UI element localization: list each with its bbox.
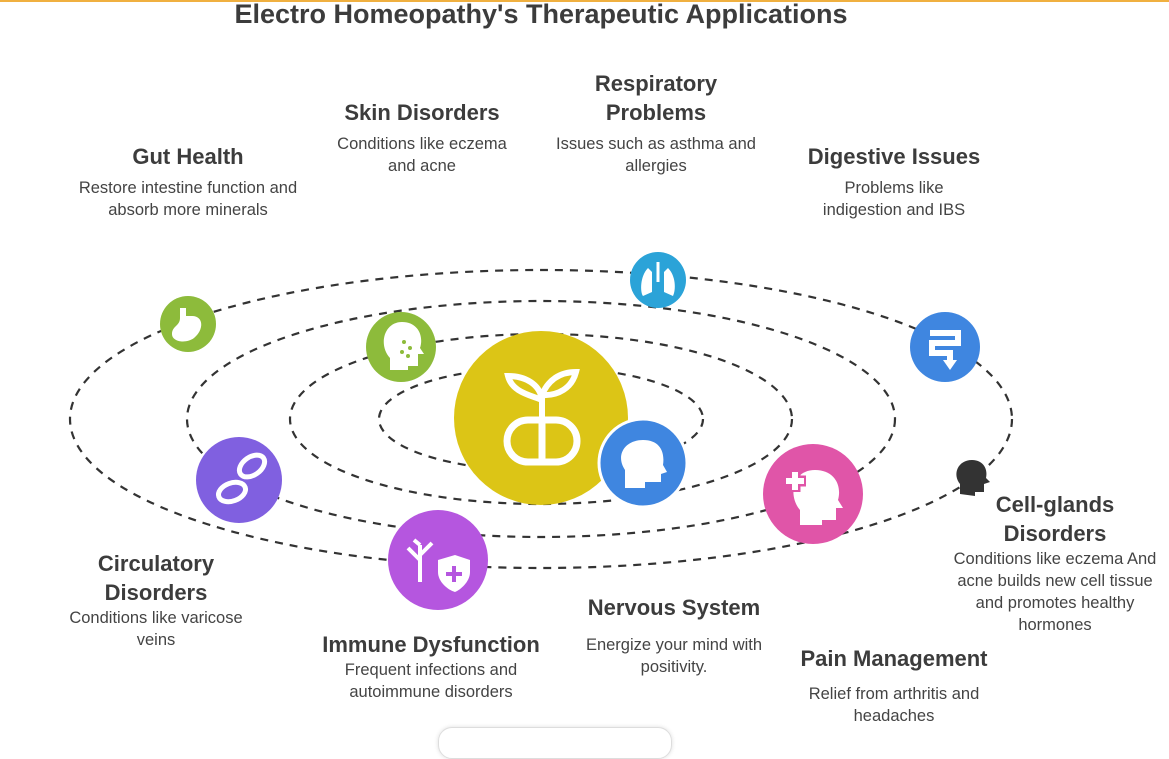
item-title: Respiratory Problems — [594, 71, 718, 125]
blood-cells-icon — [196, 437, 282, 523]
skin-head-icon — [366, 312, 436, 382]
item-desc: Restore intestine function and absorb mo… — [78, 179, 298, 219]
intestine-icon — [910, 312, 980, 382]
orbit-inner — [377, 365, 705, 473]
orbit-outer — [68, 268, 1014, 570]
item-desc: Conditions like eczema and acne — [337, 135, 507, 175]
lungs-icon — [630, 252, 686, 308]
bottom-button[interactable] — [438, 727, 672, 759]
orbit-diagram — [68, 252, 1014, 610]
orbit-3 — [185, 299, 897, 539]
immune-shield-icon — [388, 510, 488, 610]
item-title: Nervous System — [587, 595, 761, 620]
head-plus-icon — [763, 444, 863, 544]
item-title: Cell-glands Disorders — [995, 492, 1115, 546]
item-desc: Conditions like varicose veins — [69, 609, 243, 649]
item-title: Gut Health — [132, 144, 244, 169]
item-desc: Conditions like eczema And acne builds n… — [953, 550, 1157, 634]
item-title: Pain Management — [800, 646, 988, 671]
item-title: Skin Disorders — [344, 100, 500, 125]
page-title: Electro Homeopathy's Therapeutic Applica… — [234, 0, 848, 29]
brain-icon — [597, 417, 689, 509]
item-title: Digestive Issues — [807, 144, 981, 169]
plant-capsule-icon — [454, 331, 628, 505]
item-desc: Frequent infections and autoimmune disor… — [344, 661, 518, 701]
item-desc: Issues such as asthma and allergies — [556, 135, 756, 175]
item-desc: Problems like indigestion and IBS — [822, 179, 966, 219]
item-title: Circulatory Disorders — [97, 551, 215, 605]
item-desc: Energize your mind with positivity. — [585, 636, 763, 676]
stomach-icon — [160, 296, 216, 352]
head-profile-icon — [956, 460, 990, 496]
item-title: Immune Dysfunction — [322, 632, 540, 657]
top-border — [0, 0, 1169, 2]
item-desc: Relief from arthritis and headaches — [808, 685, 980, 725]
